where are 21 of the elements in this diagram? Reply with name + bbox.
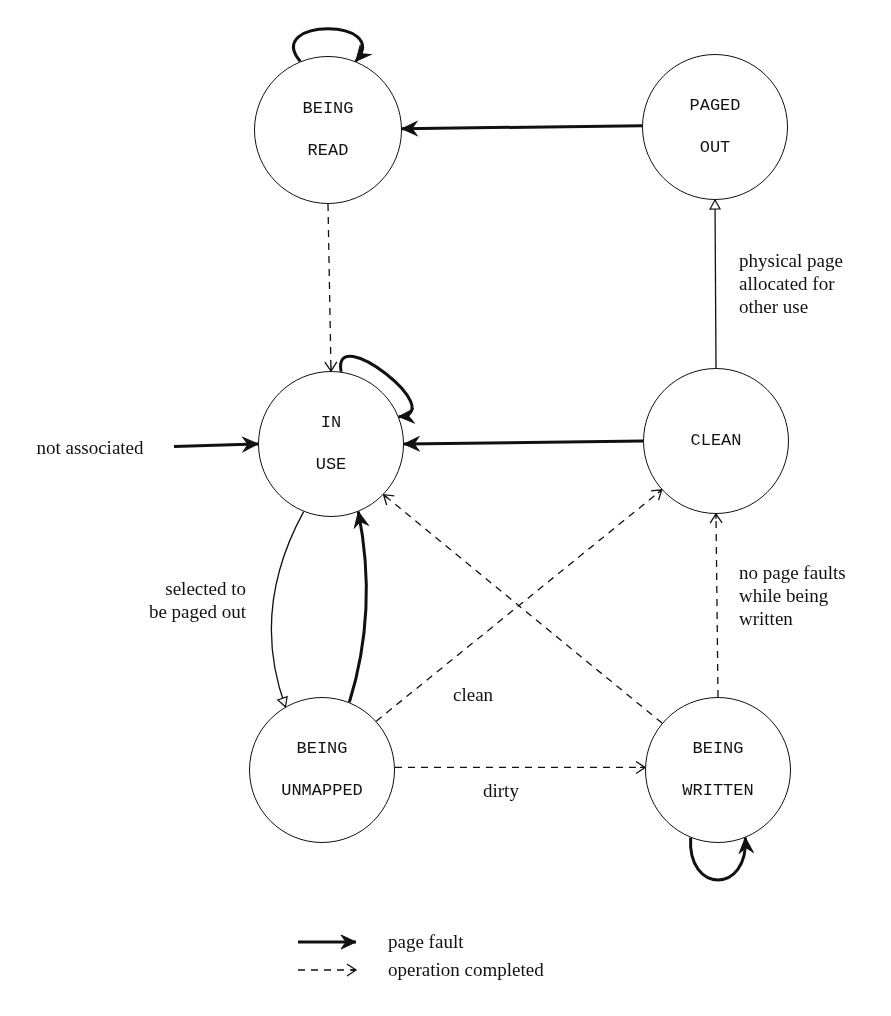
arrow	[173, 436, 259, 452]
arrow	[709, 513, 723, 698]
arrow	[347, 511, 369, 703]
arrow	[689, 837, 753, 882]
arrow	[292, 27, 370, 63]
arrow	[403, 436, 644, 452]
state-label: IN USE	[315, 412, 347, 476]
start-label: not associated	[10, 433, 170, 463]
legend-label: page fault	[388, 931, 464, 953]
arrow	[401, 121, 643, 136]
state-label: BEING READ	[302, 98, 354, 162]
arrow	[324, 203, 338, 372]
arrow	[339, 355, 416, 421]
arrow	[709, 199, 721, 369]
state-label: BEING UNMAPPED	[281, 738, 363, 802]
state-label: CLEAN	[690, 430, 742, 452]
legend-label: operation completed	[388, 959, 544, 981]
state-label: PAGED OUT	[689, 95, 741, 159]
arrow	[270, 511, 305, 708]
arrow	[394, 760, 646, 775]
state-label: BEING WRITTEN	[682, 738, 754, 802]
